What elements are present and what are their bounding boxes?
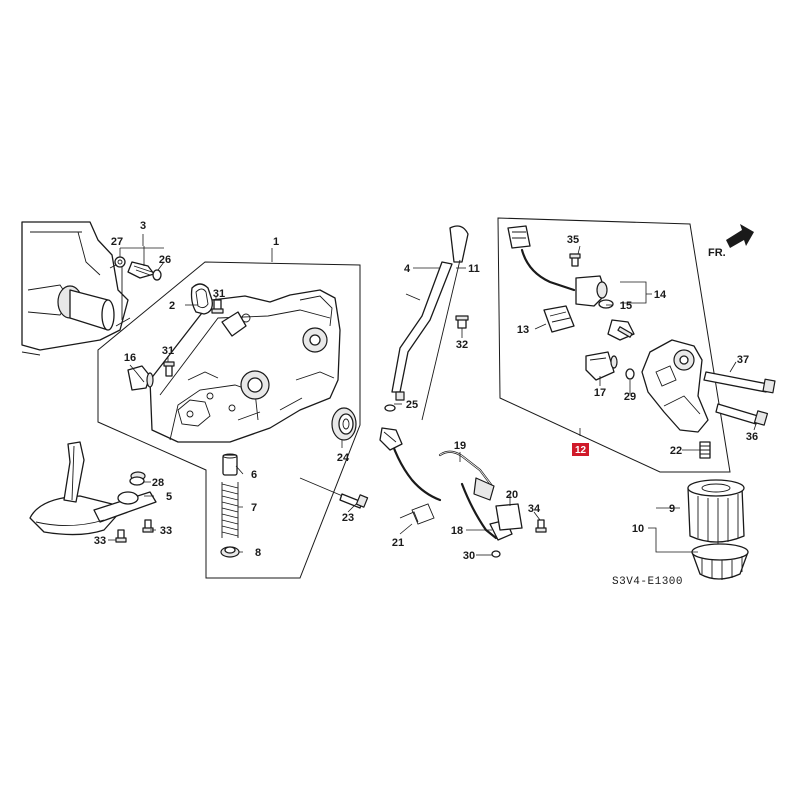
callout-labels: 1 2 3 4 5 6 7 8 9 10 11 12 13 14 15 16 1…: [94, 220, 758, 562]
callout-12-highlight: 12: [572, 443, 589, 456]
callout-26: 26: [159, 254, 171, 266]
callout-12: 12: [575, 445, 587, 456]
filter-screen: [607, 319, 635, 341]
relief-spring: [221, 482, 239, 538]
callout-27: 27: [111, 236, 123, 248]
callout-7: 7: [251, 502, 257, 514]
callout-23: 23: [342, 512, 354, 524]
callout-33-left: 33: [94, 535, 106, 547]
wire-harness: [379, 427, 547, 558]
callout-19: 19: [454, 440, 466, 452]
callout-17: 17: [594, 387, 606, 399]
callout-16: 16: [124, 352, 136, 364]
bolt-31-upper: [211, 299, 224, 314]
callout-25: 25: [406, 399, 418, 411]
strainer-gasket: [129, 476, 145, 486]
dipstick-tube: [384, 261, 453, 412]
oil-filter: [687, 479, 745, 544]
callout-4: 4: [404, 263, 411, 275]
callout-24: 24: [337, 452, 350, 464]
callout-31-lower: 31: [162, 345, 174, 357]
callout-14: 14: [654, 289, 667, 301]
bolt-36: [715, 403, 769, 426]
sensor-17: [585, 351, 618, 381]
callout-32: 32: [456, 339, 468, 351]
vtc-connector: [507, 225, 576, 292]
o-ring: [190, 283, 213, 315]
callout-28: 28: [152, 477, 164, 489]
callout-3: 3: [140, 220, 146, 232]
filter-wrench-cap: [691, 543, 749, 580]
callout-35: 35: [567, 234, 579, 246]
diagram-code: S3V4-E1300: [612, 576, 683, 588]
plug-22: [699, 441, 711, 459]
callout-21: 21: [392, 537, 404, 549]
vtc-sensor-body: [575, 275, 608, 307]
oil-pressure-sensor: [127, 365, 154, 391]
callout-29: 29: [624, 391, 636, 403]
bolt-37: [703, 371, 776, 394]
dipstick: [421, 225, 469, 421]
o-rings-15: [598, 299, 614, 309]
solenoid-13: [543, 305, 575, 333]
callout-37: 37: [737, 354, 749, 366]
bolt-31-lower: [163, 361, 175, 377]
bolt-23: [299, 477, 369, 509]
callout-30: 30: [463, 550, 475, 562]
leader-lines: [108, 234, 757, 556]
vtc-assembly-frame: [497, 217, 731, 473]
relief-valve: [220, 453, 240, 558]
bolt-32: [455, 315, 469, 329]
callout-1: 1: [273, 236, 279, 248]
callout-5: 5: [166, 491, 172, 503]
callout-18: 18: [451, 525, 463, 537]
callout-13: 13: [517, 324, 529, 336]
callout-36: 36: [746, 431, 758, 443]
engine-block-fragment: [21, 221, 131, 356]
callout-22: 22: [670, 445, 682, 457]
callout-33-right: 33: [160, 525, 172, 537]
front-direction-label: FR.: [708, 247, 726, 259]
callout-31-upper: 31: [213, 288, 225, 300]
callout-9: 9: [669, 503, 675, 515]
callout-11: 11: [468, 263, 480, 275]
oil-seal: [331, 407, 357, 441]
callout-20: 20: [506, 489, 518, 501]
callout-2: 2: [169, 300, 175, 312]
callout-10: 10: [632, 523, 644, 535]
oil-pump-body: [149, 289, 341, 443]
callout-15: 15: [620, 300, 632, 312]
front-direction-arrow: [726, 224, 754, 248]
callout-8: 8: [255, 547, 261, 559]
vtc-pump-housing: [641, 339, 709, 433]
bolt-33-left: [115, 529, 127, 543]
callout-34: 34: [528, 503, 541, 515]
oil-pump-assembly-frame: [97, 261, 361, 579]
callout-6: 6: [251, 469, 257, 481]
washer-29: [625, 368, 635, 380]
oil-strainer: [29, 441, 157, 536]
bolt-35: [569, 253, 581, 267]
